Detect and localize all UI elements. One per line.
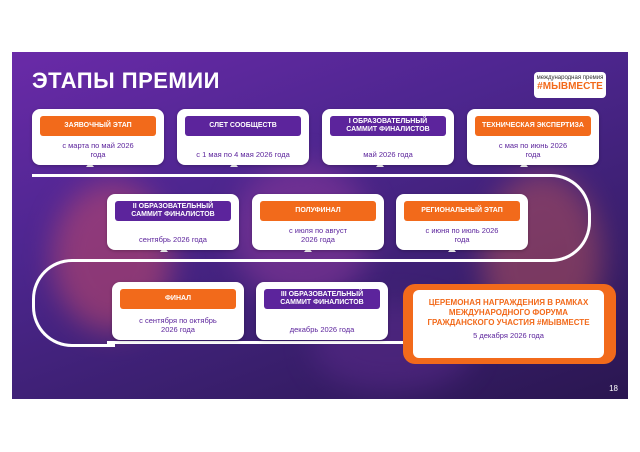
stage-date: с 1 мая по 4 мая 2026 года <box>196 150 290 159</box>
stage-label: РЕГИОНАЛЬНЫЙ ЭТАП <box>404 201 520 221</box>
stage-card: II ОБРАЗОВАТЕЛЬНЫЙ САММИТ ФИНАЛИСТОВ сен… <box>107 194 239 250</box>
stage-label: СЛЕТ СООБЩЕСТВ <box>185 116 301 136</box>
stage-card: СЛЕТ СООБЩЕСТВ с 1 мая по 4 мая 2026 год… <box>177 109 309 165</box>
stage-label: I ОБРАЗОВАТЕЛЬНЫЙ САММИТ ФИНАЛИСТОВ <box>330 116 446 136</box>
page-number: 18 <box>609 384 618 393</box>
stage-date: сентябрь 2026 года <box>139 235 207 244</box>
brand-logo: международная премия #МЫВМЕСТЕ <box>534 72 606 98</box>
stage-date: с марта по май 2026 года <box>62 141 134 159</box>
timeline-track-top <box>502 174 591 262</box>
timeline-track-middle <box>32 174 512 177</box>
stage-date: с июня по июль 2026 года <box>425 226 499 244</box>
timeline-track-mid2 <box>107 259 507 262</box>
stage-card: ЗАЯВОЧНЫЙ ЭТАП с марта по май 2026 года <box>32 109 164 165</box>
stage-date: с сентября по октябрь 2026 года <box>139 316 217 334</box>
stage-card: РЕГИОНАЛЬНЫЙ ЭТАП с июня по июль 2026 го… <box>396 194 528 250</box>
stage-date: май 2026 года <box>363 150 413 159</box>
stage-card: ПОЛУФИНАЛ с июля по август 2026 года <box>252 194 384 250</box>
final-ceremony-date: 5 декабря 2026 года <box>473 331 544 340</box>
timeline-track-left <box>32 259 115 347</box>
slide: ЭТАПЫ ПРЕМИИ международная премия #МЫВМЕ… <box>12 52 628 399</box>
stage-card: I ОБРАЗОВАТЕЛЬНЫЙ САММИТ ФИНАЛИСТОВ май … <box>322 109 454 165</box>
stage-label: ПОЛУФИНАЛ <box>260 201 376 221</box>
page-title: ЭТАПЫ ПРЕМИИ <box>32 68 220 93</box>
stage-label: II ОБРАЗОВАТЕЛЬНЫЙ САММИТ ФИНАЛИСТОВ <box>115 201 231 221</box>
stage-date: с мая по июнь 2026 года <box>498 141 568 159</box>
stage-card: ТЕХНИЧЕСКАЯ ЭКСПЕРТИЗА с мая по июнь 202… <box>467 109 599 165</box>
final-ceremony-title: ЦЕРЕМОНАЯ НАГРАЖДЕНИЯ В РАМКАХ МЕЖДУНАРО… <box>427 298 590 327</box>
final-ceremony-inner: ЦЕРЕМОНАЯ НАГРАЖДЕНИЯ В РАМКАХ МЕЖДУНАРО… <box>413 290 604 358</box>
stage-label: III ОБРАЗОВАТЕЛЬНЫЙ САММИТ ФИНАЛИСТОВ <box>264 289 380 309</box>
final-ceremony-card: ЦЕРЕМОНАЯ НАГРАЖДЕНИЯ В РАМКАХ МЕЖДУНАРО… <box>403 284 616 364</box>
stage-card: III ОБРАЗОВАТЕЛЬНЫЙ САММИТ ФИНАЛИСТОВ де… <box>256 282 388 340</box>
stage-card: ФИНАЛ с сентября по октябрь 2026 года <box>112 282 244 340</box>
stage-label: ФИНАЛ <box>120 289 236 309</box>
stage-label: ТЕХНИЧЕСКАЯ ЭКСПЕРТИЗА <box>475 116 591 136</box>
brand-line1: международная премия <box>536 75 604 81</box>
stage-date: с июля по август 2026 года <box>288 226 348 244</box>
stage-label: ЗАЯВОЧНЫЙ ЭТАП <box>40 116 156 136</box>
stage-date: декабрь 2026 года <box>289 325 355 334</box>
timeline-track-bottom <box>107 341 407 344</box>
brand-line2: #МЫВМЕСТЕ <box>537 81 603 92</box>
